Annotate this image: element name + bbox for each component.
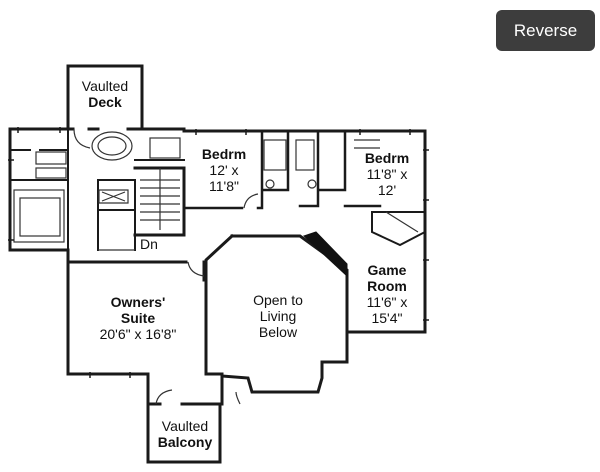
room-label-bedroom-1: Bedrm 12' x 11'8" [201,146,247,194]
room-label-vaulted-deck: Vaulted Deck [81,78,129,110]
room-label-owners-suite: Owners' Suite 20'6" x 16'8" [99,294,177,342]
chimney [303,231,348,278]
tub [91,131,133,161]
vanity [13,189,65,243]
bath-walls [9,128,185,251]
reverse-button[interactable]: Reverse [496,10,595,51]
room-label-vaulted-balcony: Vaulted Balcony [157,418,213,450]
owners-suite-walls [66,248,222,406]
exterior-wall-top [8,127,427,394]
room-label-game-room: Game Room 11'6" x 15'4" [366,262,408,326]
room-label-open-to-below: Open to Living Below [253,292,303,340]
bedroom-walls [182,129,382,210]
stair-label: Dn [140,236,158,252]
deck-outline [66,64,144,130]
exterior-wall-lower-right [218,374,224,406]
game-room-walls [371,211,427,247]
exterior-wall-left [8,127,222,464]
stair-treads [140,168,180,230]
room-label-bedroom-2: Bedrm 11'8" x 12' [364,150,410,198]
